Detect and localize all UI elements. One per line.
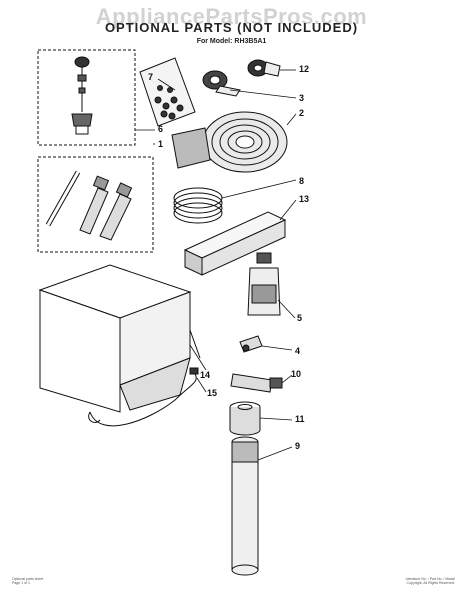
callout-11: 11 [295,414,305,424]
foam-strip-part [202,70,241,97]
callout-5: 5 [297,313,303,323]
callout-7: 7 [148,72,154,82]
callout-13: 13 [299,194,310,204]
spray-can-part [231,436,259,576]
lubricant-tube-part [230,373,283,393]
footer-left-line1: Optional parts sheet [12,577,44,581]
leader-lines [135,69,297,461]
callout-6: 6 [158,124,164,134]
page-title: OPTIONAL PARTS (NOT INCLUDED) [104,20,359,35]
callout-14: 14 [200,370,211,380]
footer-right-line2: Copyright. All Rights Reserved. [406,581,455,585]
valve-assembly-part [71,56,93,135]
footer-left: Optional parts sheet Page 1 of 1 [12,577,43,585]
callout-3: 3 [299,93,305,103]
kit-1-box [37,156,154,253]
tube-kit-part [45,170,133,241]
footer-left-line2: Page 1 of 1 [12,581,30,585]
callout-9: 9 [295,441,301,451]
callout-15: 15 [207,388,218,398]
callout-4: 4 [295,346,301,356]
power-cord-part [88,367,199,427]
sealant-block-part [183,211,287,276]
unit-cover-part [38,264,201,413]
callout-12: 12 [299,64,310,74]
tape-roll-part [247,59,281,77]
nozzle-part [239,335,263,353]
callout-2: 2 [299,108,305,118]
footer-right-line1: Literature No. / Part No. / Model [405,577,455,581]
callout-8: 8 [299,176,305,186]
watermark: AppliancePartsPros.com [95,4,368,29]
kit-6-box [37,49,136,146]
coiled-cord-part [173,187,223,224]
filter-sleeve-part [229,401,261,436]
model-subtitle: For Model: RH3B5A1 [196,38,267,45]
cleaner-bottle-part [247,252,281,316]
callout-10: 10 [291,369,302,379]
insulation-roll-part [171,111,288,173]
callout-1: 1 [158,139,164,149]
footer-right: Literature No. / Part No. / Model Copyri… [340,577,455,585]
hardware-bag-part [139,57,196,127]
